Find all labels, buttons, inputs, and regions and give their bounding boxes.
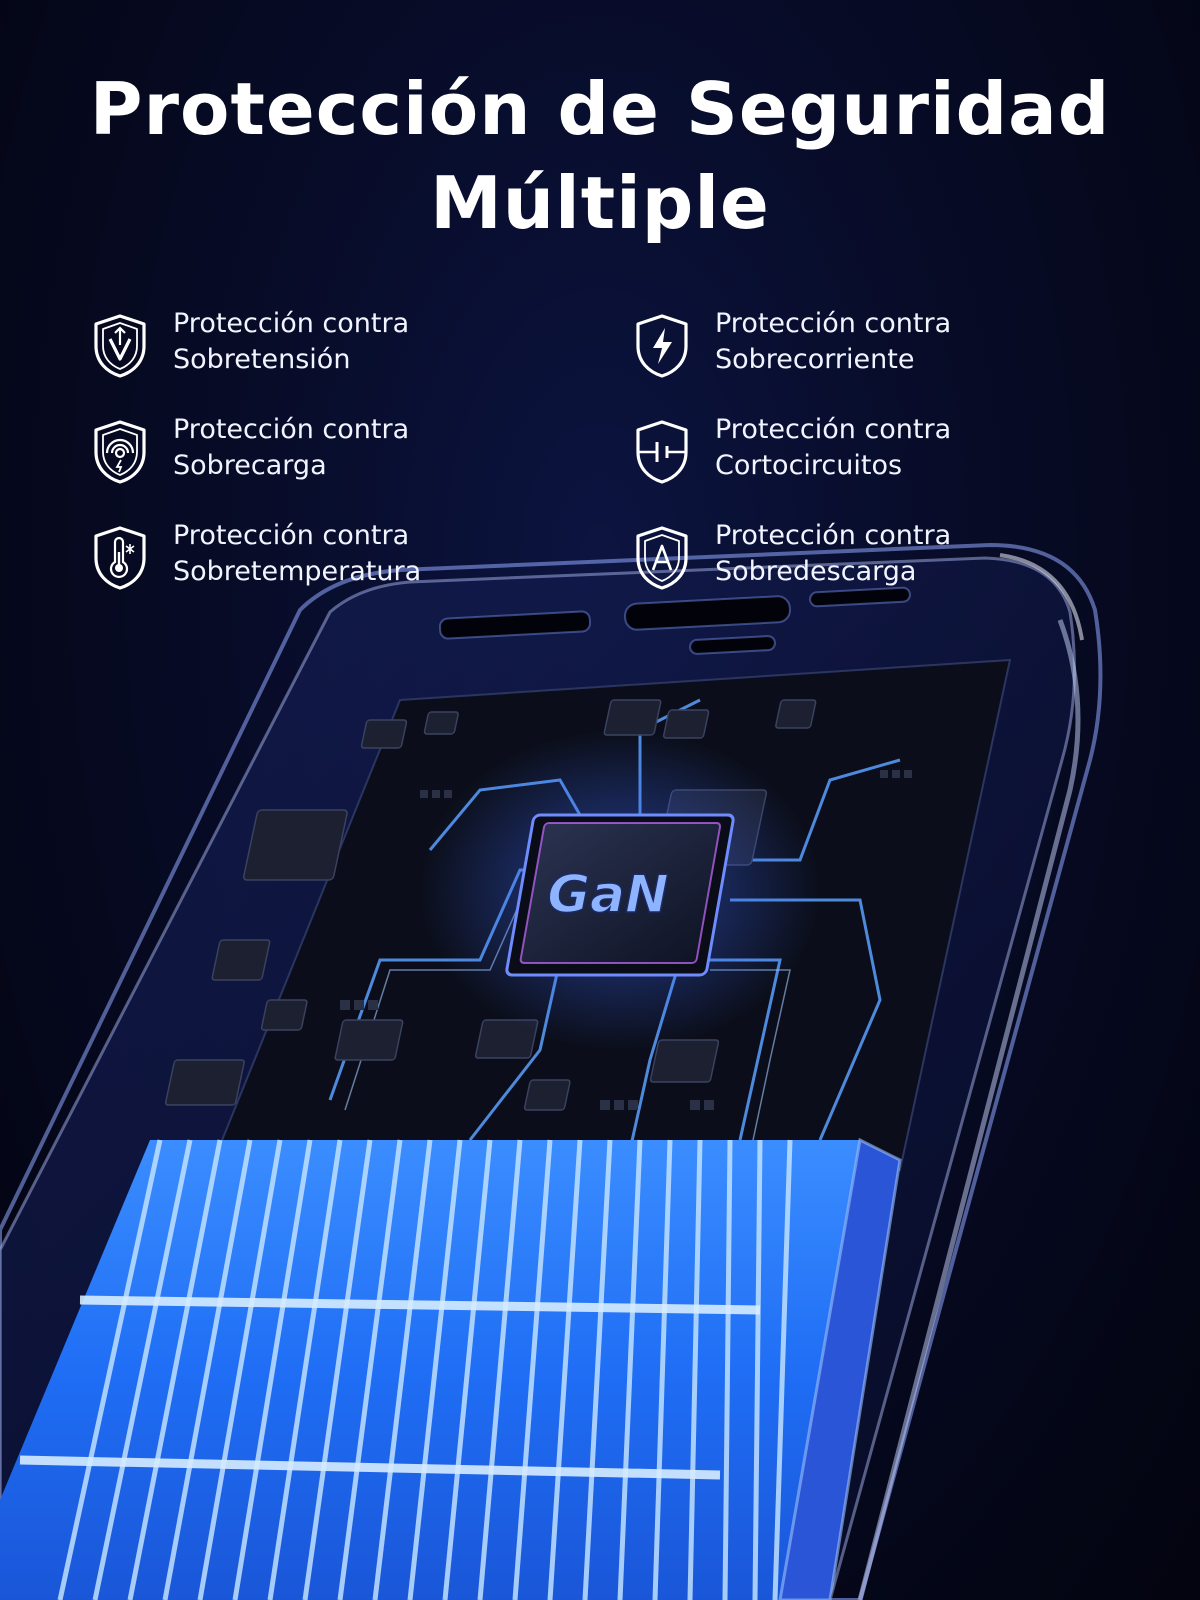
- feature-overtemperature-line-2: Sobretemperatura: [173, 556, 422, 587]
- shield-voltage-icon: [90, 312, 150, 380]
- feature-overcurrent-line-2: Sobrecorriente: [715, 344, 915, 375]
- feature-overvoltage: Protección contra Sobretensión: [90, 308, 550, 384]
- feature-short-circuit: Protección contra Cortocircuitos: [632, 414, 1092, 490]
- protection-features-list: Protección contra Sobretensión Protecció…: [0, 0, 1200, 620]
- chip-label: GaN: [547, 865, 668, 925]
- shield-thermometer-icon: [90, 524, 150, 592]
- page-title-line-1: Protección de Seguridad: [89, 67, 1111, 151]
- feature-short-circuit-line-2: Cortocircuitos: [715, 450, 903, 481]
- shield-lightning-icon: [632, 312, 692, 380]
- page-title-line-2: Múltiple: [430, 161, 770, 245]
- feature-overdischarge: Protección contra Sobredescarga: [632, 520, 1092, 596]
- feature-overcurrent-line-1: Protección contra: [715, 308, 952, 339]
- feature-overload-line-2: Sobrecarga: [173, 450, 327, 481]
- feature-overdischarge-line-2: Sobredescarga: [715, 556, 917, 587]
- feature-overtemperature-line-1: Protección contra: [173, 520, 410, 551]
- feature-overtemperature: Protección contra Sobretemperatura: [90, 520, 550, 596]
- feature-overcurrent: Protección contra Sobrecorriente: [632, 308, 1092, 384]
- feature-short-circuit-line-1: Protección contra: [715, 414, 952, 445]
- feature-overvoltage-line-2: Sobretensión: [173, 344, 351, 375]
- feature-overload-line-1: Protección contra: [173, 414, 410, 445]
- page-title: Protección de Seguridad Múltiple: [0, 62, 1200, 250]
- feature-overvoltage-line-1: Protección contra: [173, 308, 410, 339]
- feature-overload: Protección contra Sobrecarga: [90, 414, 550, 490]
- shield-letter-a-icon: [632, 524, 692, 592]
- shield-signal-icon: [90, 418, 150, 486]
- shield-circuit-icon: [632, 418, 692, 486]
- feature-overdischarge-line-1: Protección contra: [715, 520, 952, 551]
